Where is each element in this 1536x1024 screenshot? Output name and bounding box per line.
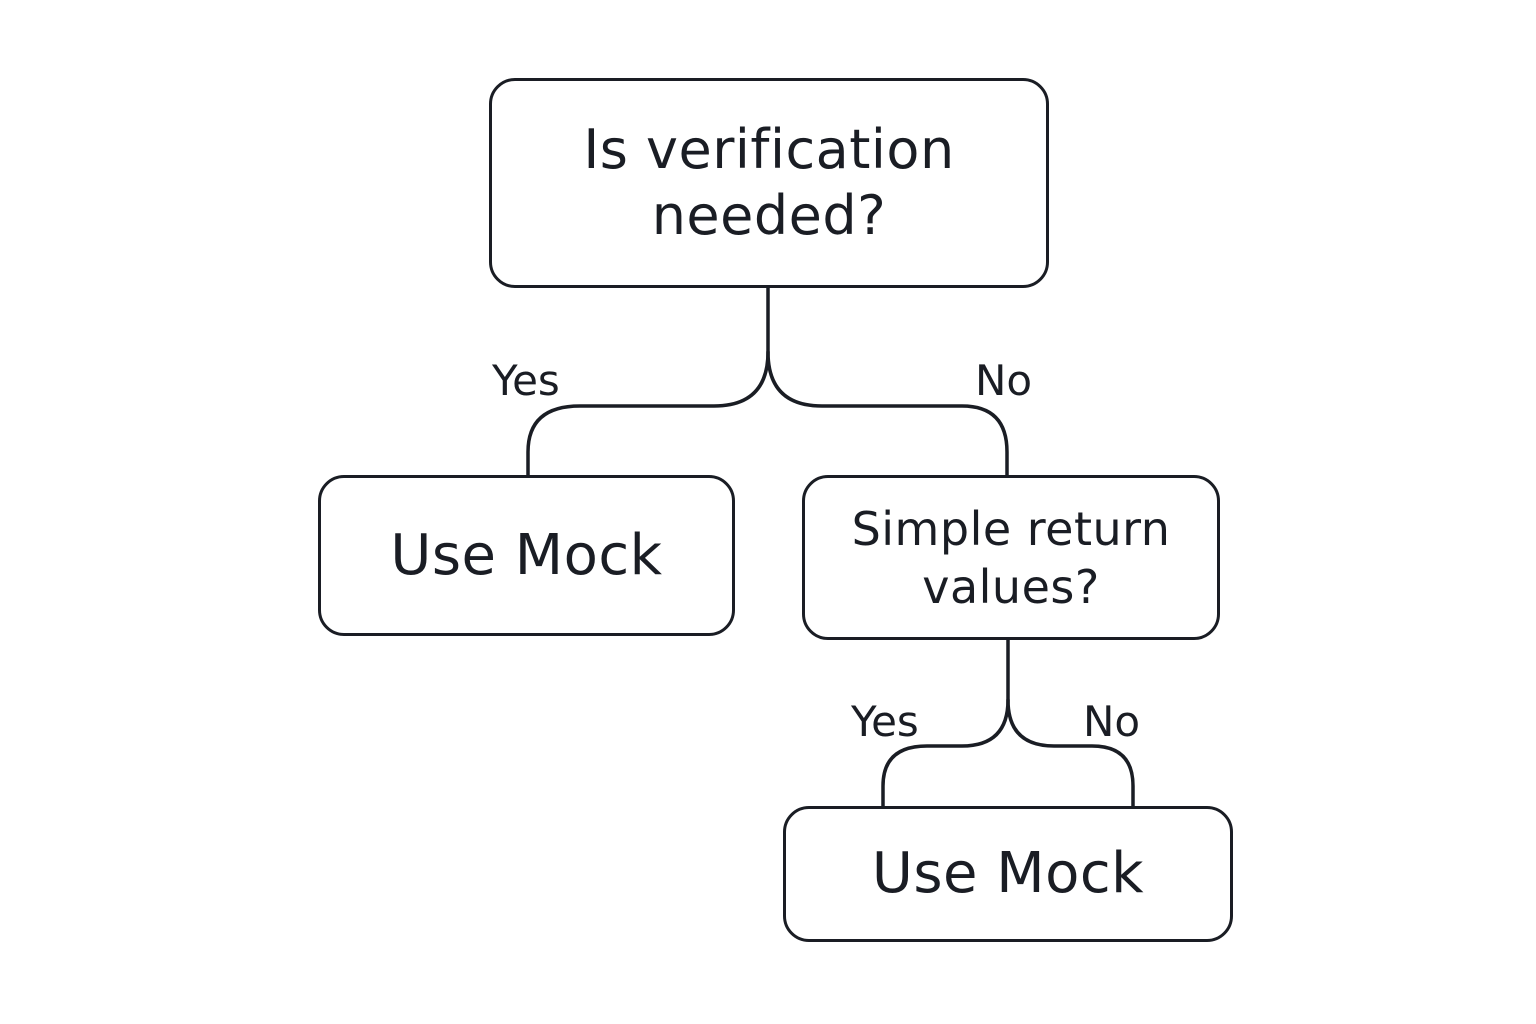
- edge-label-no: No: [975, 356, 1033, 405]
- node-label: Is verification needed?: [583, 118, 955, 247]
- node-label: Simple return values?: [851, 501, 1171, 614]
- edge-root-no: [766, 350, 1009, 477]
- decision-node-verification: Is verification needed?: [489, 78, 1049, 288]
- edge-label-yes: Yes: [851, 697, 919, 746]
- edge-label-yes: Yes: [492, 356, 560, 405]
- node-label: Use Mock: [390, 522, 663, 588]
- result-node-use-mock-bottom: Use Mock: [783, 806, 1233, 942]
- edge-q2-yes: [881, 638, 1010, 808]
- node-label: Use Mock: [871, 841, 1145, 906]
- edge-label-no: No: [1083, 697, 1141, 746]
- edge-root-yes: [526, 286, 770, 477]
- decision-node-simple-return: Simple return values?: [802, 475, 1220, 640]
- edge-q2-no: [1006, 698, 1135, 808]
- result-node-use-mock: Use Mock: [318, 475, 735, 636]
